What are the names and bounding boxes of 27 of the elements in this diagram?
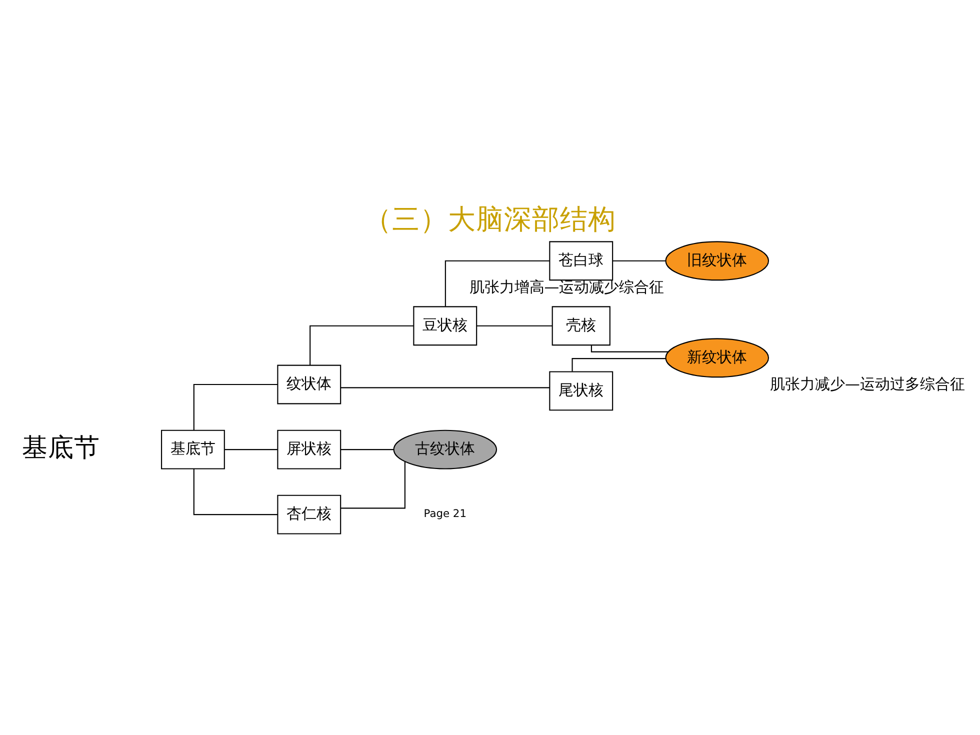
node-box: 屏状核 [277, 429, 342, 469]
node-label: 肌张力增高—运动减少综合征 [469, 278, 664, 296]
label: Page 21 [424, 506, 466, 520]
connector [193, 383, 278, 430]
connector [612, 260, 666, 261]
node-box: 基底节 [160, 429, 225, 469]
connector [476, 324, 552, 326]
node-ellipse: 旧纹状体 [665, 240, 770, 280]
connector [444, 260, 550, 306]
connector [341, 461, 406, 508]
node-box: 豆状核 [413, 306, 478, 346]
node-box: 杏仁核 [277, 494, 342, 534]
connector [590, 344, 668, 352]
node-box: 纹状体 [277, 364, 342, 404]
diagram-title: （三）大脑深部结构 [364, 202, 616, 236]
node-box: 壳核 [552, 306, 610, 346]
node-box: 苍白球 [549, 240, 614, 280]
node-ellipse: 古纹状体 [393, 429, 498, 469]
connector [310, 324, 414, 365]
node-box: 尾状核 [549, 370, 614, 410]
node-label: 肌张力减少—运动过多综合征 [770, 374, 965, 392]
connector [340, 448, 394, 450]
connector [193, 468, 278, 515]
node-ellipse: 新纹状体 [665, 338, 770, 378]
connector [224, 448, 278, 450]
label: 基底节 [22, 432, 100, 463]
connector [340, 386, 550, 388]
